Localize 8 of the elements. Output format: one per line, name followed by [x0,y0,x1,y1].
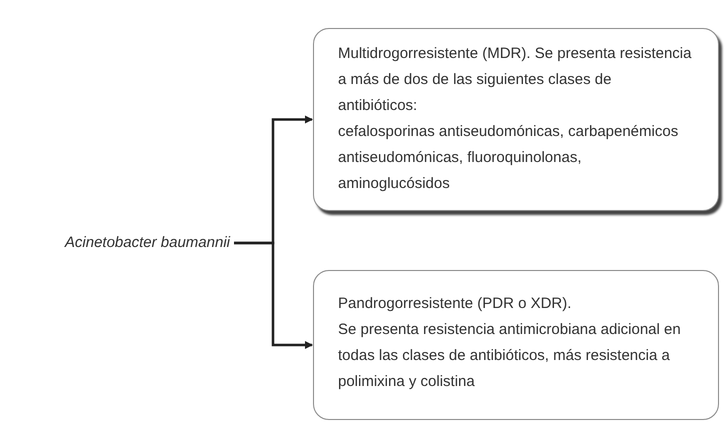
description-text: Pandrogorresistente (PDR o XDR). [338,294,572,314]
connector-arrow [234,242,313,349]
description-text: Se presenta resistencia antimicrobiana adicional en todas las clases de antibióticos, más resistencia a polimixina y colistina [338,320,682,392]
species-label: Acinetobacter baumannii [64,232,230,253]
category-box [313,28,719,211]
category-box [313,270,719,420]
description-text: Multidrogorresistente (MDR). Se presenta resistencia a más de dos de las siguientes clases de antibióticos: [338,44,692,116]
description-text: cefalosporinas antiseudomónicas, carbapenémicos antiseudomónicas, fluoroquinolonas, aminoglucósidos [338,122,680,194]
